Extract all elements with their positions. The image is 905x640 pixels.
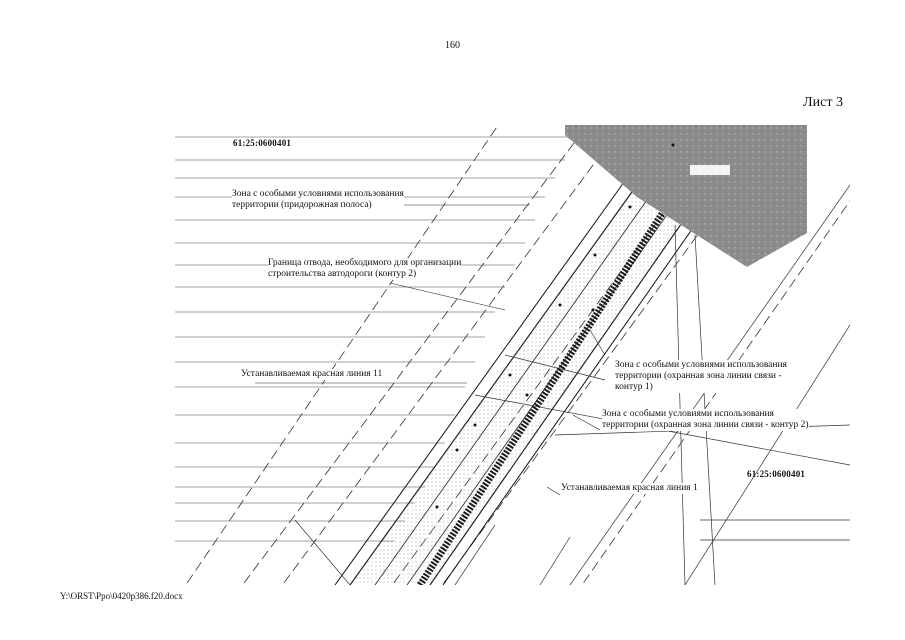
cadastral-number-right: 61:25:0600401 bbox=[747, 469, 806, 479]
gray-parcel-block bbox=[565, 125, 807, 267]
file-path: Y:\ORST\Ppo\0420p386.f20.docx bbox=[60, 591, 183, 601]
label-boundary: Граница отвода, необходимого для организ… bbox=[268, 258, 462, 280]
label-comm-zone-1-line1: Зона с особыми условиями использования bbox=[615, 360, 787, 370]
label-roadside-zone-line1: Зона с особыми условиями использования bbox=[232, 189, 404, 199]
road-corridor-fill bbox=[350, 125, 750, 585]
label-comm-zone-2: Зона с особыми условиями использования т… bbox=[602, 409, 809, 431]
label-comm-zone-1: Зона с особыми условиями использования т… bbox=[615, 360, 787, 393]
road-hatched-band bbox=[417, 125, 723, 585]
label-boundary-line2: строительства автодороги (контур 2) bbox=[268, 269, 417, 279]
cadastral-number-top: 61:25:0600401 bbox=[233, 138, 292, 148]
sheet-label: Лист 3 bbox=[803, 95, 843, 110]
label-comm-zone-1-line2: территории (охранная зона линии связи - bbox=[615, 371, 782, 381]
map-drawing bbox=[175, 125, 850, 585]
label-roadside-zone-line2: территории (придорожная полоса) bbox=[232, 200, 372, 210]
station-markers bbox=[435, 143, 675, 509]
label-roadside-zone: Зона с особыми условиями использования т… bbox=[232, 189, 404, 211]
parcel-lines bbox=[175, 136, 580, 542]
label-comm-zone-1-line3: контур 1) bbox=[615, 382, 653, 392]
label-boundary-line1: Граница отвода, необходимого для организ… bbox=[268, 258, 462, 268]
label-comm-zone-2-line1: Зона с особыми условиями использования bbox=[602, 409, 774, 419]
page-number: 160 bbox=[445, 40, 460, 51]
cadastral-map: 61:25:0600401 61:25:0600401 Зона с особы… bbox=[175, 125, 850, 585]
label-comm-zone-2-line2: территории (охранная зона линии связи - … bbox=[602, 420, 809, 430]
label-red-line-1: Устанавливаемая красная линия 1 bbox=[561, 483, 698, 494]
gray-parcel-notch bbox=[690, 165, 730, 175]
label-red-line-11: Устанавливаемая красная линия 11 bbox=[241, 369, 383, 380]
